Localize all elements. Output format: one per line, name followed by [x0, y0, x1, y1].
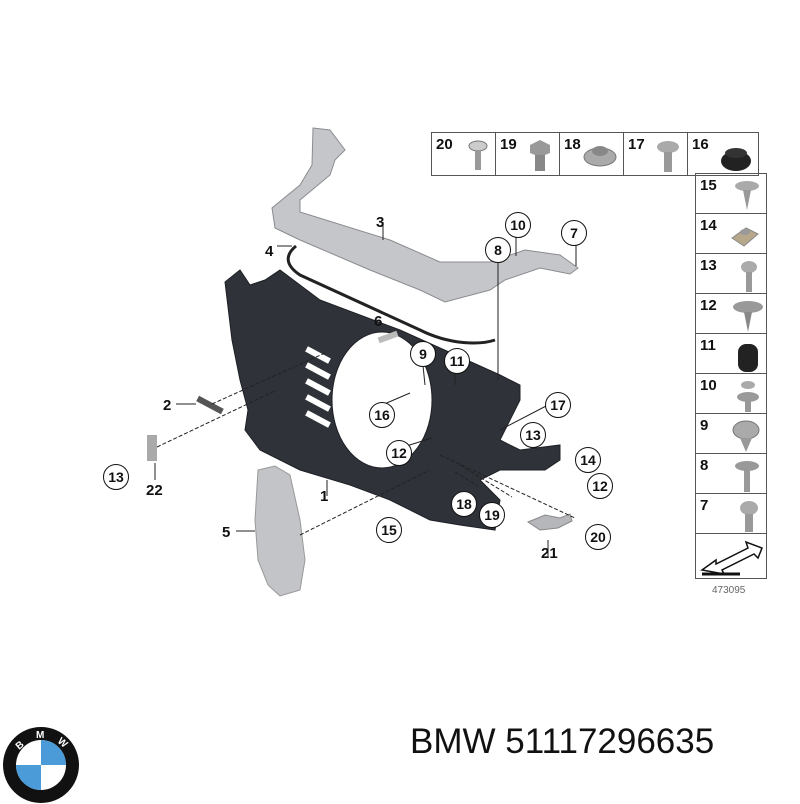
air-duct — [254, 465, 306, 597]
legend-item-16[interactable]: 16 — [688, 133, 758, 175]
callout-12[interactable]: 12 — [386, 440, 412, 466]
callout-3[interactable]: 3 — [376, 214, 385, 231]
round-head-bolt-icon — [741, 261, 757, 292]
callout-15[interactable]: 15 — [376, 517, 402, 543]
diagram-id: 473095 — [712, 585, 746, 596]
part-number: 51117296635 — [505, 722, 715, 761]
bracket-22 — [147, 435, 157, 461]
callout-7[interactable]: 7 — [561, 220, 587, 246]
callout-20[interactable]: 20 — [585, 524, 611, 550]
legend-item-11[interactable]: 11 — [696, 333, 766, 373]
callout-22[interactable]: 22 — [146, 482, 163, 499]
part-title: BMW 51117296635 — [410, 722, 714, 762]
hex-flange-bolt-icon — [740, 501, 758, 532]
pan-head-screw-icon — [468, 140, 488, 170]
callout-13[interactable]: 13 — [103, 464, 129, 490]
callout-16[interactable]: 16 — [369, 402, 395, 428]
legend-item-9[interactable]: 9 — [696, 413, 766, 453]
clip-nut-icon — [731, 227, 759, 247]
callout-8[interactable]: 8 — [485, 237, 511, 263]
torx-screw-icon — [732, 420, 760, 452]
rubber-grommet-icon — [721, 148, 751, 171]
svg-text:M: M — [36, 730, 44, 741]
callout-19[interactable]: 19 — [479, 502, 505, 528]
legend-item-13[interactable]: 13 — [696, 253, 766, 293]
wide-head-screw-icon — [733, 301, 763, 332]
callout-18[interactable]: 18 — [451, 491, 477, 517]
seal-strip — [286, 244, 496, 345]
callout-5[interactable]: 5 — [222, 524, 231, 541]
legend-item-10[interactable]: 10 — [696, 373, 766, 413]
callout-1[interactable]: 1 — [320, 488, 329, 505]
callout-9[interactable]: 9 — [410, 341, 436, 367]
callout-2[interactable]: 2 — [163, 397, 172, 414]
legend-item-19[interactable]: 19 — [496, 133, 560, 175]
leader-solid — [154, 222, 577, 558]
callout-6[interactable]: 6 — [374, 313, 383, 330]
legend-item-8[interactable]: 8 — [696, 453, 766, 493]
legend-item-14[interactable]: 14 — [696, 213, 766, 253]
tapping-screw-icon — [735, 181, 759, 210]
legend-item-15[interactable]: 15 — [696, 173, 766, 213]
legend-item-20[interactable]: 20 — [432, 133, 496, 175]
callout-11[interactable]: 11 — [444, 348, 470, 374]
legend-item-7[interactable]: 7 — [696, 493, 766, 533]
rubber-buffer-icon — [738, 344, 758, 372]
plate-6 — [377, 330, 399, 344]
brand-name: BMW — [410, 722, 496, 761]
bracket-2 — [196, 395, 224, 415]
bmw-logo: B M W — [3, 727, 79, 803]
legend-item-18[interactable]: 18 — [560, 133, 624, 175]
callout-10[interactable]: 10 — [505, 212, 531, 238]
washer-screw-icon — [735, 461, 759, 492]
hex-flange-bolt-icon — [657, 141, 679, 172]
legend-top-row: 20 19 18 17 16 — [431, 132, 759, 176]
callout-4[interactable]: 4 — [265, 243, 274, 260]
callout-14[interactable]: 14 — [575, 447, 601, 473]
legend-side-column: 15 14 13 12 11 10 9 8 7 — [695, 173, 767, 579]
callout-13[interactable]: 13 — [520, 422, 546, 448]
expanding-rivet-icon — [737, 381, 759, 412]
legend-item-17[interactable]: 17 — [624, 133, 688, 175]
leader-lines — [156, 352, 576, 536]
legend-item-12[interactable]: 12 — [696, 293, 766, 333]
front-end-carrier — [224, 269, 561, 531]
callout-21[interactable]: 21 — [541, 545, 558, 562]
callout-17[interactable]: 17 — [545, 392, 571, 418]
bracket-21 — [526, 513, 573, 531]
direction-arrow-cell — [696, 533, 766, 578]
direction-arrow-icon — [700, 540, 763, 576]
hex-bolt-icon — [530, 140, 550, 171]
flange-nut-icon — [583, 146, 617, 167]
callout-12[interactable]: 12 — [587, 473, 613, 499]
